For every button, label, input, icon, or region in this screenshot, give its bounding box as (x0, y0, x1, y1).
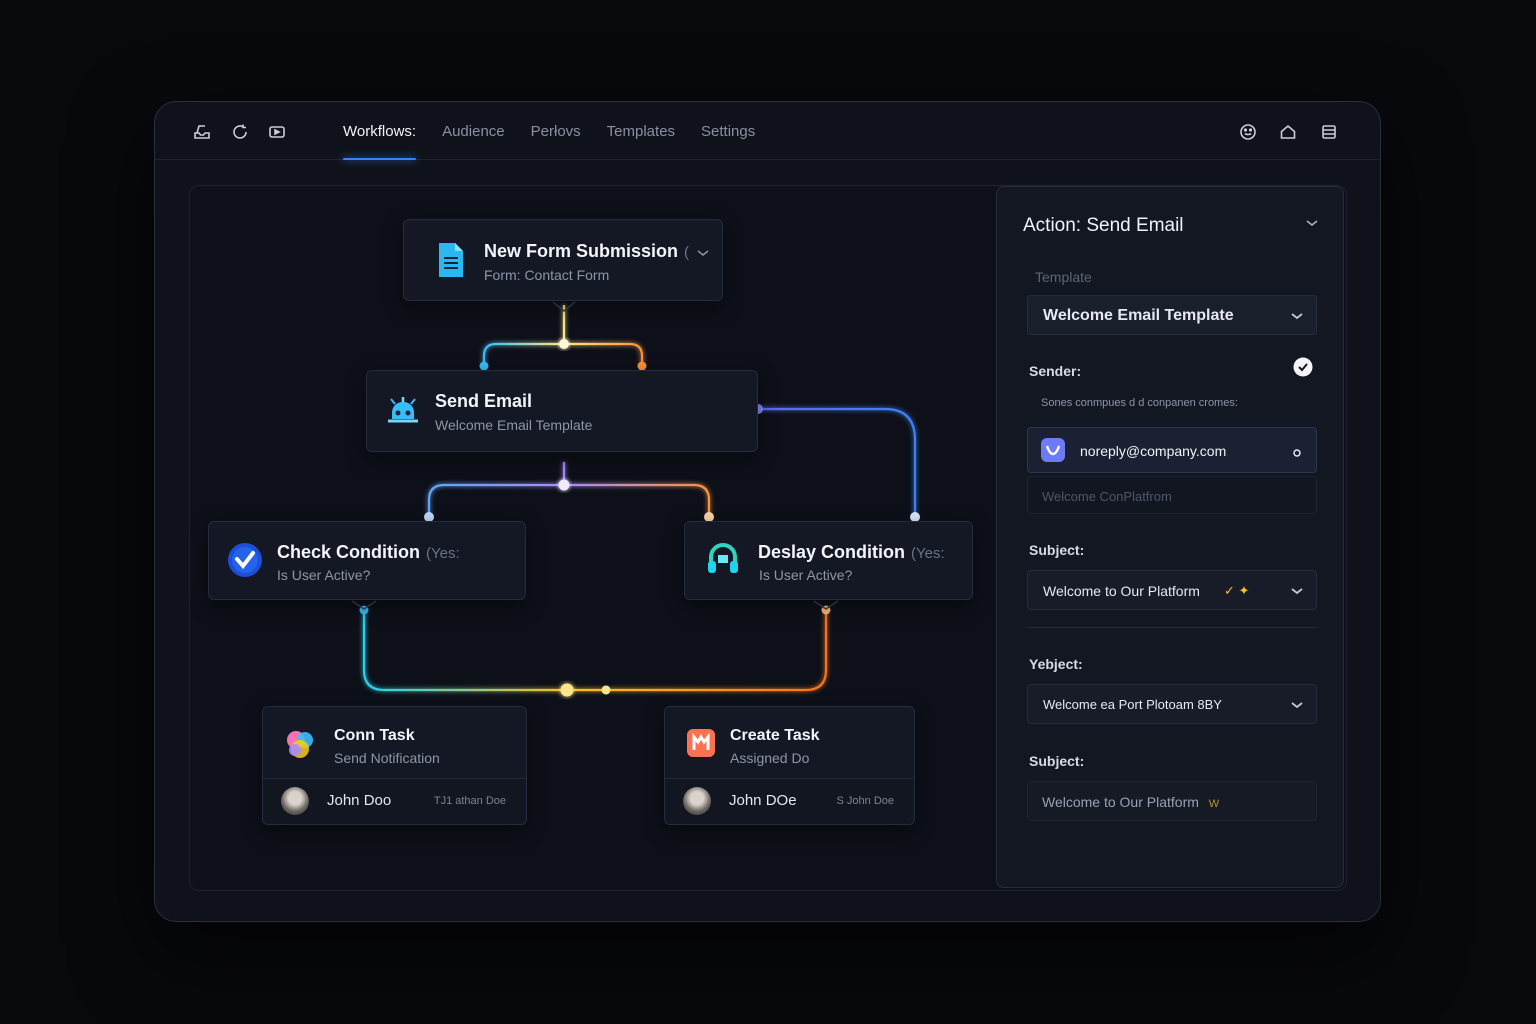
chevron-down-icon[interactable] (1305, 215, 1319, 233)
tab-audience[interactable]: Audience (442, 122, 505, 140)
main-tabs: Workflows: Audience Perłovs Templates Se… (343, 102, 781, 160)
node-create-task-assignee: John DOe S John Doe (665, 778, 914, 824)
node-check-subtitle: Is User Active? (277, 567, 371, 583)
list-icon[interactable] (1319, 122, 1339, 142)
node-conn-task-title: Conn Task (334, 727, 415, 744)
node-conn-task-assignee: John Doo TJ1 athan Doe (263, 778, 526, 824)
node-delay-condition[interactable]: Deslay Condition (Yes: Is User Active? (684, 521, 973, 600)
smile-icon[interactable] (1238, 122, 1258, 142)
colorful-blob-icon (283, 727, 317, 761)
node-trigger[interactable]: New Form Submission ( Form: Contact Form (403, 219, 723, 301)
refresh-icon[interactable] (230, 122, 250, 142)
inbox-icon[interactable] (192, 122, 212, 142)
document-icon (434, 240, 468, 280)
avatar (281, 787, 309, 815)
subject2-label: Subject: (1029, 753, 1085, 769)
sender-name-placeholder: Welcome ConPlatfrom (1042, 489, 1172, 504)
assignee-name: John DOe (729, 792, 797, 809)
yebject-value: Welcome ea Port Plotoam 8BY (1043, 697, 1222, 712)
chevron-down-icon (1290, 697, 1304, 715)
video-icon[interactable] (267, 122, 287, 142)
subject2-value: Welcome to Our Platform (1042, 794, 1199, 810)
headset-icon (705, 540, 741, 578)
node-delay-title: Deslay Condition (758, 542, 906, 562)
subject2-suffix: W (1208, 798, 1220, 810)
subject-label: Subject: (1029, 542, 1085, 558)
node-check-title: Check Condition (277, 542, 420, 562)
node-send-email-subtitle: Welcome Email Template (435, 417, 593, 433)
node-check-extra: (Yes: (426, 545, 460, 562)
sender-hint: Sones conmpues d d conpanen cromes: (1041, 397, 1238, 409)
assignee-meta: S John Doe (836, 795, 894, 807)
subject-value: Welcome to Our Platform (1043, 583, 1200, 599)
node-create-task[interactable]: Create Task Assigned Do John DOe S John … (664, 706, 915, 825)
top-bar: Workflows: Audience Perłovs Templates Se… (155, 102, 1380, 160)
node-trigger-extra: ( (684, 244, 690, 261)
yebject-label: Yebject: (1029, 656, 1083, 672)
sender-email-field[interactable]: noreply@company.com (1027, 427, 1317, 473)
subject-select[interactable]: Welcome to Our Platform ✓ ✦ (1027, 570, 1317, 610)
check-badge-icon (227, 542, 263, 578)
node-send-email[interactable]: Send Email Welcome Email Template (366, 370, 758, 452)
task-icon (685, 727, 717, 759)
assignee-meta: TJ1 athan Doe (433, 795, 506, 807)
yebject-select[interactable]: Welcome ea Port Plotoam 8BY (1027, 684, 1317, 724)
template-value: Welcome Email Template (1043, 307, 1234, 324)
node-check-condition[interactable]: Check Condition (Yes: Is User Active? (208, 521, 526, 600)
chevron-down-icon (1290, 583, 1304, 601)
node-trigger-subtitle: Form: Contact Form (484, 267, 610, 283)
node-delay-subtitle: Is User Active? (759, 567, 853, 583)
tab-templates[interactable]: Templates (606, 122, 676, 140)
node-delay-extra: (Yes: (911, 545, 945, 562)
tab-perlovs[interactable]: Perłovs (530, 122, 581, 140)
chevron-down-icon (1290, 308, 1304, 326)
panel-title: Action: Send Email (1023, 215, 1184, 236)
assignee-name: John Doo (327, 792, 392, 809)
robot-icon (385, 393, 421, 429)
node-create-task-title: Create Task (730, 727, 820, 744)
chevron-down-icon[interactable] (696, 245, 710, 263)
template-select[interactable]: Welcome Email Template (1027, 295, 1317, 335)
node-send-email-title: Send Email (435, 391, 533, 411)
subject2-input[interactable]: Welcome to Our Platform W (1027, 781, 1317, 821)
home-icon[interactable] (1278, 122, 1298, 142)
settings-dot-icon[interactable] (1292, 445, 1302, 463)
sender-label: Sender: (1029, 363, 1082, 379)
divider (1027, 627, 1317, 628)
node-trigger-title: New Form Submission (484, 241, 679, 261)
action-panel: Action: Send Email Template Welcome Emai… (996, 186, 1344, 888)
template-label: Template (1035, 269, 1092, 285)
shield-icon (1040, 437, 1066, 468)
tab-workflows[interactable]: Workflows: (343, 102, 417, 160)
node-conn-task-subtitle: Send Notification (334, 750, 440, 766)
sender-email-value: noreply@company.com (1080, 443, 1227, 459)
sender-name-input[interactable]: Welcome ConPlatfrom (1027, 476, 1317, 514)
check-circle-icon[interactable] (1293, 357, 1313, 382)
sparkle-icon: ✓ ✦ (1224, 583, 1250, 598)
tab-settings[interactable]: Settings (701, 122, 756, 140)
node-create-task-subtitle: Assigned Do (730, 750, 810, 766)
node-conn-task[interactable]: Conn Task Send Notification John Doo TJ1… (262, 706, 527, 825)
avatar (683, 787, 711, 815)
